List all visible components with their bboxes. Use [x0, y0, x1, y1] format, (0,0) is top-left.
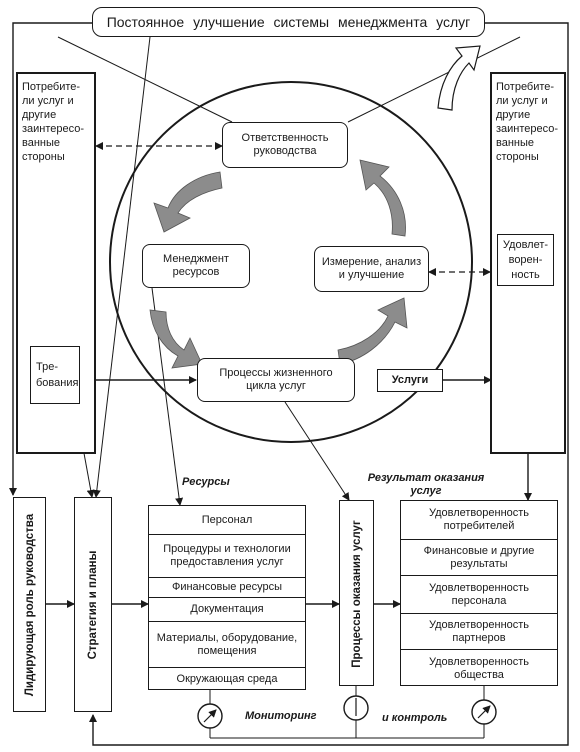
title-to-strategy — [92, 36, 151, 498]
resource-item: Документация — [149, 598, 305, 622]
services-box: Услуги — [377, 369, 443, 392]
measurement-label: Измерение, анализ и улучшение — [321, 256, 422, 281]
satisfaction-label: Удовлет-ворен-ность — [502, 238, 549, 281]
leadership-label: Лидирующая роль руководства — [24, 513, 36, 697]
service-processes-label: Процессы оказания услуг — [351, 520, 363, 668]
outer-frame-left — [9, 22, 92, 496]
service-processes-box: Процессы оказания услуг — [339, 500, 374, 686]
services-label: Услуги — [391, 374, 429, 386]
cycle-ellipse — [109, 81, 473, 443]
resources-stack: Персонал Процедуры и технологии предоста… — [148, 505, 306, 690]
gauge-icon — [343, 695, 369, 721]
control-label: и контроль — [382, 712, 448, 724]
lifecycle-to-processes — [284, 401, 350, 501]
cycle-arrow-icon — [153, 171, 223, 233]
resource-item: Материалы, оборудование, помещения — [149, 622, 305, 668]
page-title: Постоянное улучшение системы менеджмента… — [92, 7, 485, 37]
results-heading: Результат оказания услуг — [367, 472, 485, 497]
result-item: Удовлетворенность персонала — [401, 576, 557, 614]
result-item: Удовлетворенность потребителей — [401, 501, 557, 540]
resource-item: Процедуры и технологии предоставления ус… — [149, 535, 305, 578]
resource-item: Окружающая среда — [176, 673, 278, 685]
gauge-icon — [197, 703, 223, 729]
result-item: Финансовые и другие результаты — [401, 540, 557, 576]
outer-frame-right — [89, 22, 569, 746]
gauge-icon — [471, 699, 497, 725]
leadership-box: Лидирующая роль руководства — [13, 497, 46, 712]
strategy-label: Стратегия и планы — [87, 550, 99, 660]
resource-item: Финансовые ресурсы — [149, 578, 305, 598]
improvement-arrow-icon — [437, 45, 481, 111]
resources-heading: Ресурсы — [182, 476, 230, 488]
monitoring-label: Мониторинг — [245, 710, 317, 722]
requirements-box: Тре-бования — [30, 346, 80, 404]
cycle-arrow-icon — [359, 159, 406, 237]
lifecycle-box: Процессы жизненного цикла услуг — [197, 358, 355, 402]
management-responsibility-label: Ответственность руководства — [241, 132, 329, 157]
cycle-arrow-icon — [149, 309, 203, 369]
lifecycle-label: Процессы жизненного цикла услуг — [219, 367, 333, 392]
result-item: Удовлетворенность партнеров — [401, 614, 557, 650]
results-stack: Удовлетворенность потребителей Финансовы… — [400, 500, 558, 686]
left-stakeholders-label: Потребите-ли услуг и другие заинтересо-в… — [22, 81, 85, 163]
resource-management-label: Менеджмент ресурсов — [163, 253, 229, 278]
result-item: Удовлетворенность общества — [428, 655, 530, 681]
requirements-label: Тре-бования — [36, 361, 79, 389]
title-line-right — [347, 36, 521, 123]
management-responsibility-box: Ответственность руководства — [222, 122, 348, 168]
strategy-box: Стратегия и планы — [74, 497, 112, 712]
measurement-box: Измерение, анализ и улучшение — [314, 246, 429, 292]
resource-management-box: Менеджмент ресурсов — [142, 244, 250, 288]
cycle-arrow-icon — [337, 297, 408, 365]
right-stakeholders-label: Потребите-ли услуг и другие заинтересо-в… — [496, 81, 559, 163]
satisfaction-box: Удовлет-ворен-ность — [497, 234, 554, 286]
resource-item: Персонал — [149, 506, 305, 535]
